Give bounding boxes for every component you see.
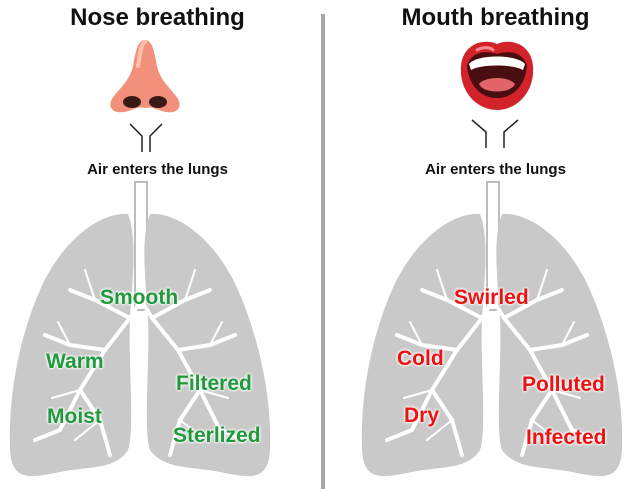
effect-label-moist: Moist xyxy=(47,405,102,429)
effect-label-filtered: Filtered xyxy=(176,372,252,396)
lungs-diagram xyxy=(315,0,630,489)
mouth-breathing-panel: Mouth breathing Air enters the lungs Swi… xyxy=(315,0,630,489)
effect-label-dry: Dry xyxy=(404,404,439,428)
effect-label-sterlized: Sterlized xyxy=(173,424,261,448)
effect-label-warm: Warm xyxy=(46,350,104,374)
effect-label-swirled: Swirled xyxy=(454,286,529,310)
effect-label-polluted: Polluted xyxy=(522,373,605,397)
effect-label-smooth: Smooth xyxy=(100,286,178,310)
effect-label-infected: Infected xyxy=(526,426,607,450)
effect-label-cold: Cold xyxy=(397,347,444,371)
nose-breathing-panel: Nose breathing Air enters the lungs Smoo… xyxy=(0,0,315,489)
